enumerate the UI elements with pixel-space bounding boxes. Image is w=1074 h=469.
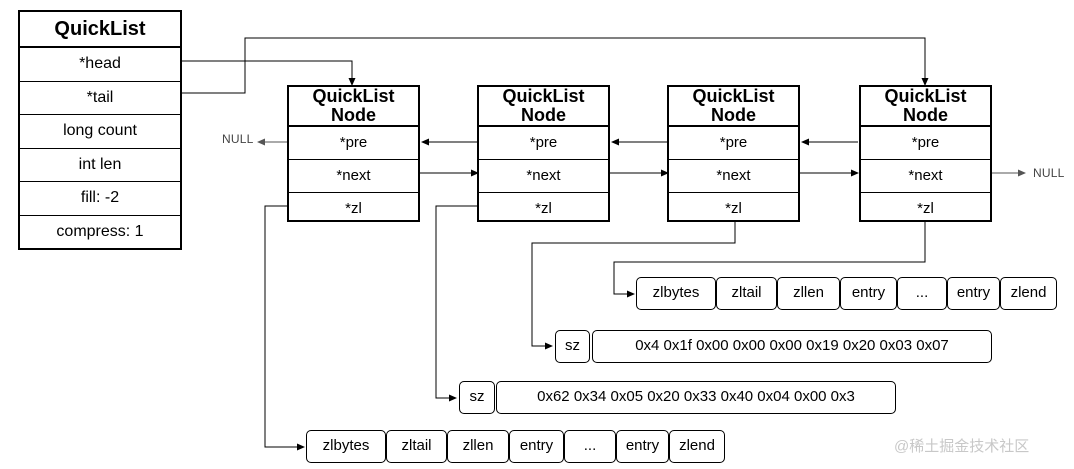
node-title-line2: Node bbox=[521, 105, 566, 125]
tail-pointer-line bbox=[182, 37, 929, 94]
quicklist-node-1: QuickList Node *pre *next *zl bbox=[287, 85, 420, 222]
compressed-sz-cell: sz bbox=[459, 381, 495, 414]
node-zl-field: *zl bbox=[535, 200, 552, 217]
node-title: QuickList Node bbox=[669, 87, 798, 127]
node-title: QuickList Node bbox=[289, 87, 418, 127]
ziplist-cell: zlend bbox=[669, 430, 725, 463]
quicklist-node-4: QuickList Node *pre *next *zl bbox=[859, 85, 992, 222]
node-title: QuickList Node bbox=[479, 87, 608, 127]
node-title-line1: QuickList bbox=[692, 86, 775, 106]
node-next-field: *next bbox=[669, 160, 798, 193]
quicklist-node-2: QuickList Node *pre *next *zl bbox=[477, 85, 610, 222]
null-right-label: NULL bbox=[1033, 166, 1065, 180]
ziplist-cell: zlend bbox=[1000, 277, 1057, 310]
ziplist-cell: entry bbox=[616, 430, 669, 463]
node-zl-field: *zl bbox=[917, 200, 934, 217]
node-title: QuickList Node bbox=[861, 87, 990, 127]
node-pre-field: *pre bbox=[669, 127, 798, 160]
quicklist-title: QuickList bbox=[20, 12, 180, 48]
zl-pointer-4 bbox=[613, 222, 926, 298]
compressed-bytes-cell: 0x62 0x34 0x05 0x20 0x33 0x40 0x04 0x00 … bbox=[496, 381, 896, 414]
quicklist-field-tail: *tail bbox=[20, 82, 180, 115]
ziplist-cell: zlbytes bbox=[636, 277, 716, 310]
quicklist-field-count: long count bbox=[20, 115, 180, 149]
quicklist-field-len: int len bbox=[20, 149, 180, 182]
ziplist-cell: entry bbox=[840, 277, 897, 310]
ziplist-cell: zltail bbox=[386, 430, 447, 463]
node-title-line1: QuickList bbox=[884, 86, 967, 106]
null-left-label: NULL bbox=[222, 132, 254, 146]
node-zl-field: *zl bbox=[725, 200, 742, 217]
node-next-field: *next bbox=[289, 160, 418, 193]
ziplist-cell: ... bbox=[564, 430, 616, 463]
ziplist-cell: zllen bbox=[777, 277, 840, 310]
node-title-line1: QuickList bbox=[312, 86, 395, 106]
node-title-line2: Node bbox=[711, 105, 756, 125]
quicklist-field-compress: compress: 1 bbox=[56, 222, 144, 240]
head-pointer-line bbox=[182, 60, 356, 86]
node-zl-field: *zl bbox=[345, 200, 362, 217]
node-title-line2: Node bbox=[331, 105, 376, 125]
ziplist-cell: entry bbox=[509, 430, 564, 463]
node-title-line1: QuickList bbox=[502, 86, 585, 106]
ziplist-cell: zltail bbox=[716, 277, 777, 310]
zl-pointer-1 bbox=[264, 205, 305, 451]
quicklist-field-head: *head bbox=[20, 48, 180, 82]
node-pre-field: *pre bbox=[479, 127, 608, 160]
ziplist-cell: ... bbox=[897, 277, 947, 310]
zl-pointer-2 bbox=[435, 205, 478, 402]
zl-pointer-3 bbox=[531, 222, 736, 350]
ziplist-cell: entry bbox=[947, 277, 1000, 310]
node-pre-field: *pre bbox=[289, 127, 418, 160]
node-title-line2: Node bbox=[903, 105, 948, 125]
ziplist-cell: zllen bbox=[447, 430, 509, 463]
compressed-sz-cell: sz bbox=[555, 330, 590, 363]
node-next-field: *next bbox=[479, 160, 608, 193]
compressed-bytes-cell: 0x4 0x1f 0x00 0x00 0x00 0x19 0x20 0x03 0… bbox=[592, 330, 992, 363]
quicklist-struct: QuickList *head *tail long count int len… bbox=[18, 10, 182, 250]
ziplist-cell: zlbytes bbox=[306, 430, 386, 463]
node-next-field: *next bbox=[861, 160, 990, 193]
node-pre-field: *pre bbox=[861, 127, 990, 160]
quicklist-node-3: QuickList Node *pre *next *zl bbox=[667, 85, 800, 222]
quicklist-field-fill: fill: -2 bbox=[20, 182, 180, 216]
watermark-text: @稀土掘金技术社区 bbox=[894, 438, 1030, 455]
